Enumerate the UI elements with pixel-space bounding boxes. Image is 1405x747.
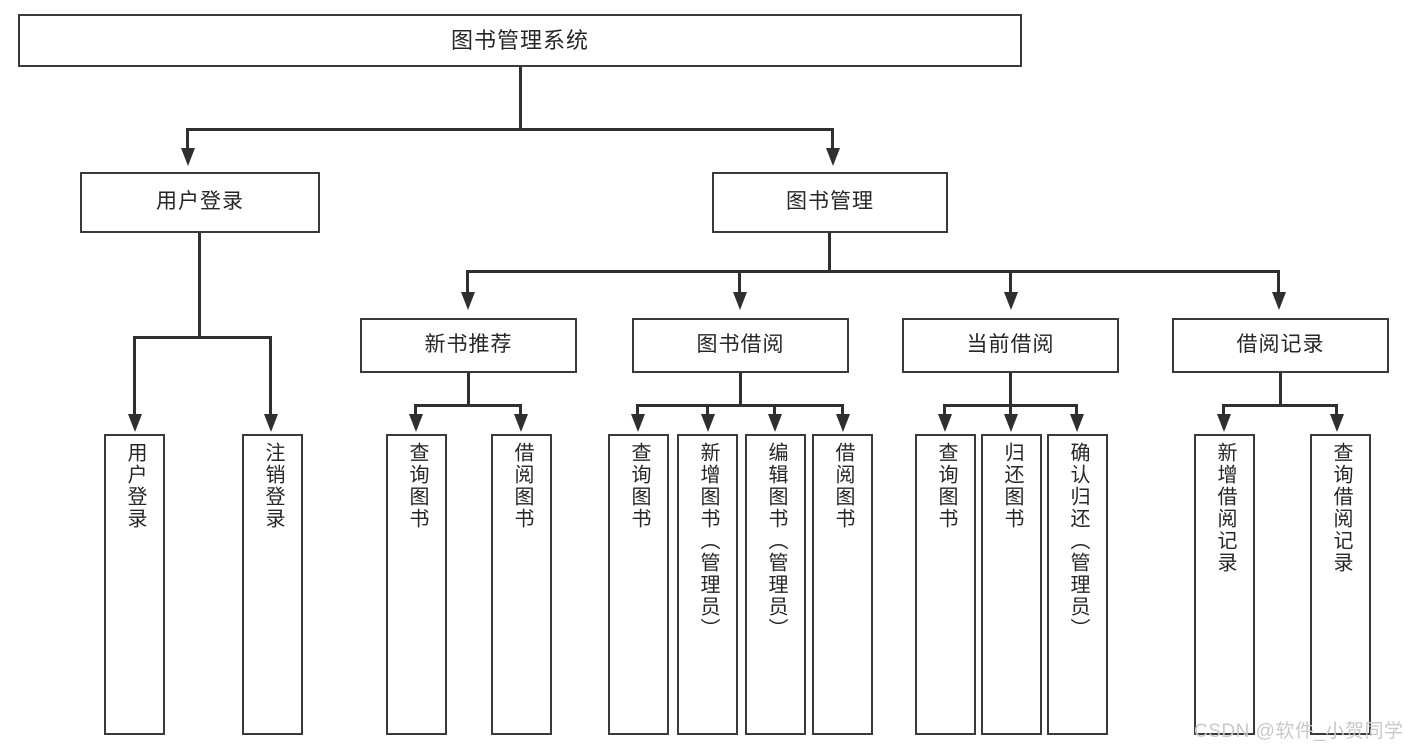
arrowhead-leaf-return-book: [1004, 414, 1018, 432]
leaf-user-login[interactable]: 用户登录: [104, 434, 165, 735]
connector-current-borrow-drop-3: [1075, 404, 1078, 416]
arrowhead-leaf-add-book: [701, 414, 715, 432]
connector-book-borrow-drop-1: [636, 404, 639, 416]
arrowhead-leaf-logout: [264, 414, 278, 432]
arrowhead-leaf-borrow-book-2: [836, 414, 850, 432]
connector-new-book-bus: [414, 404, 522, 407]
arrowhead-leaf-query-book-2: [631, 414, 645, 432]
arrowhead-leaf-add-record: [1217, 414, 1231, 432]
node-new-book-recommend[interactable]: 新书推荐: [360, 318, 577, 373]
leaf-query-book-borrow[interactable]: 查询图书: [608, 434, 669, 735]
arrowhead-leaf-user-login: [128, 414, 142, 432]
connector-borrow-record-stem: [1279, 373, 1282, 407]
node-label: 查询借阅记录: [1330, 442, 1352, 574]
connector-root-bus: [186, 128, 834, 131]
connector-current-borrow-drop-2: [1009, 404, 1012, 416]
node-label: 图书管理系统: [450, 27, 589, 53]
node-label: 新增图书（管理员）: [697, 442, 719, 640]
leaf-borrow-book-recommend[interactable]: 借阅图书: [491, 434, 552, 735]
connector-book-borrow-bus: [636, 404, 844, 407]
node-book-borrow[interactable]: 图书借阅: [632, 318, 849, 373]
leaf-add-book-admin[interactable]: 新增图书（管理员）: [677, 434, 738, 735]
connector-book-borrow-drop-3: [773, 404, 776, 416]
arrowhead-borrow-record: [1272, 292, 1286, 310]
leaf-return-book[interactable]: 归还图书: [981, 434, 1042, 735]
connector-book-manage-stem: [828, 233, 831, 273]
connector-user-login-bus: [133, 336, 269, 339]
node-label: 借阅图书: [511, 442, 533, 530]
connector-level2-bus: [466, 270, 1280, 273]
connector-new-book-stem: [467, 373, 470, 407]
leaf-confirm-return-admin[interactable]: 确认归还（管理员）: [1047, 434, 1108, 735]
connector-current-borrow-drop-1: [943, 404, 946, 416]
arrowhead-current-borrow: [1004, 292, 1018, 310]
node-label: 归还图书: [1001, 442, 1023, 530]
node-label: 用户登录: [156, 190, 244, 214]
connector-root-stem: [519, 67, 522, 130]
node-label: 确认归还（管理员）: [1067, 442, 1089, 640]
node-label: 新书推荐: [424, 333, 513, 357]
connector-level2-drop-3: [1009, 270, 1012, 294]
connector-book-borrow-stem: [739, 373, 742, 407]
node-label: 当前借阅: [966, 333, 1055, 357]
connector-user-login-drop-2: [269, 336, 272, 416]
connector-borrow-record-drop-2: [1335, 404, 1338, 416]
connector-level2-drop-1: [466, 270, 469, 294]
connector-current-borrow-stem: [1009, 373, 1012, 407]
node-label: 查询图书: [406, 442, 428, 530]
connector-book-borrow-drop-2: [706, 404, 709, 416]
node-label: 查询图书: [628, 442, 650, 530]
connector-level2-drop-4: [1277, 270, 1280, 294]
node-label: 查询图书: [935, 442, 957, 530]
arrowhead-leaf-query-book-1: [409, 414, 423, 432]
leaf-query-book-current[interactable]: 查询图书: [915, 434, 976, 735]
node-book-management[interactable]: 图书管理: [712, 172, 948, 233]
node-borrow-record[interactable]: 借阅记录: [1172, 318, 1389, 373]
connector-book-borrow-drop-4: [841, 404, 844, 416]
node-label: 用户登录: [124, 442, 146, 530]
arrowhead-leaf-query-book-3: [938, 414, 952, 432]
connector-level2-drop-2: [738, 270, 741, 294]
connector-user-login-drop-1: [133, 336, 136, 416]
leaf-edit-book-admin[interactable]: 编辑图书（管理员）: [745, 434, 806, 735]
arrowhead-new-book-recommend: [461, 292, 475, 310]
connector-root-to-book-manage: [831, 128, 834, 150]
arrowhead-leaf-borrow-book-1: [514, 414, 528, 432]
connector-borrow-record-drop-1: [1222, 404, 1225, 416]
connector-root-to-user-login: [186, 128, 189, 150]
connector-new-book-drop-1: [414, 404, 417, 416]
arrowhead-book-manage: [826, 148, 840, 166]
arrowhead-user-login: [181, 148, 195, 166]
node-label: 借阅图书: [832, 442, 854, 530]
leaf-borrow-book-borrow[interactable]: 借阅图书: [812, 434, 873, 735]
leaf-add-borrow-record[interactable]: 新增借阅记录: [1194, 434, 1255, 735]
leaf-query-book-recommend[interactable]: 查询图书: [386, 434, 447, 735]
node-label: 新增借阅记录: [1214, 442, 1236, 574]
arrowhead-leaf-edit-book: [768, 414, 782, 432]
leaf-logout[interactable]: 注销登录: [242, 434, 303, 735]
connector-borrow-record-bus: [1222, 404, 1338, 407]
arrowhead-leaf-query-record: [1330, 414, 1344, 432]
node-label: 编辑图书（管理员）: [765, 442, 787, 640]
node-user-login[interactable]: 用户登录: [80, 172, 320, 233]
node-root-system[interactable]: 图书管理系统: [18, 14, 1022, 67]
connector-user-login-stem: [198, 233, 201, 338]
leaf-query-borrow-record[interactable]: 查询借阅记录: [1310, 434, 1371, 735]
arrowhead-leaf-confirm-return: [1070, 414, 1084, 432]
arrowhead-book-borrow: [733, 292, 747, 310]
node-current-borrow[interactable]: 当前借阅: [902, 318, 1119, 373]
node-label: 借阅记录: [1236, 333, 1325, 357]
connector-new-book-drop-2: [519, 404, 522, 416]
node-label: 注销登录: [262, 442, 284, 530]
node-label: 图书借阅: [696, 333, 785, 357]
node-label: 图书管理: [786, 190, 874, 214]
